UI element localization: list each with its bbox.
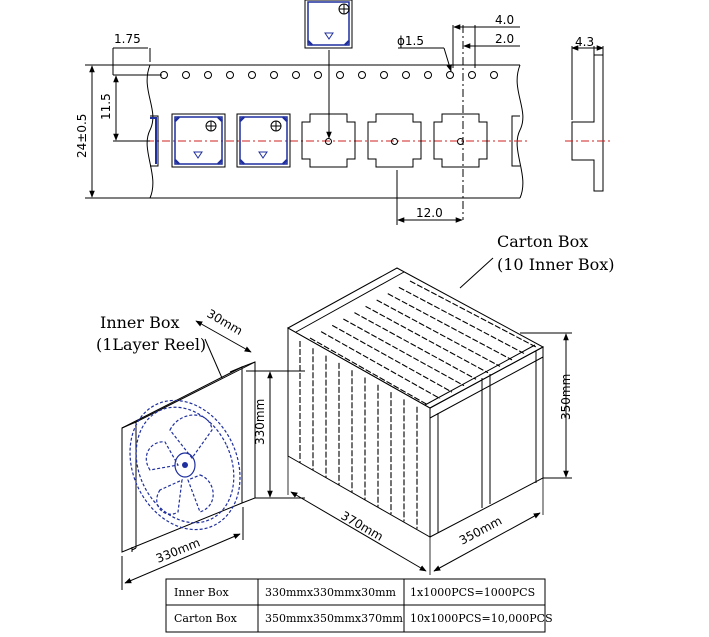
dim-4-3: 4.3: [575, 35, 594, 49]
sprocket-hole: [468, 71, 476, 79]
inner-box-label-2: (1Layer Reel): [96, 335, 206, 354]
sprocket-hole: [226, 71, 234, 79]
inner-box-dimensions: [121, 320, 305, 590]
partial-pocket-right: [511, 115, 520, 167]
carton-top-divider: [309, 337, 429, 406]
pocket-with-part: [171, 113, 226, 168]
table-row-1-name: Inner Box: [174, 586, 229, 599]
tape-dimensions: [85, 24, 520, 225]
sprocket-holes: [160, 71, 498, 79]
partial-pocket-left: [150, 115, 159, 167]
table-row-1-size: 330mmx330mmx30mm: [265, 586, 397, 599]
carton-top-divider: [409, 280, 537, 348]
sprocket-hole: [358, 71, 366, 79]
sprocket-hole: [204, 71, 212, 79]
inner-box-label-1: Inner Box: [100, 313, 180, 332]
carton-top-divider: [365, 305, 489, 374]
empty-pocket: [367, 113, 422, 168]
dim-11-5: 11.5: [99, 93, 113, 120]
table-row-2-qty: 10x1000PCS=10,000PCS: [410, 612, 553, 625]
sprocket-hole: [402, 71, 410, 79]
spec-table: [165, 578, 546, 633]
inner-box-height: 330mm: [253, 399, 267, 445]
carton-box-label-1: Carton Box: [497, 232, 588, 251]
carton-top-divider: [343, 318, 465, 387]
sprocket-hole: [424, 71, 432, 79]
table-row-1-qty: 1x1000PCS=1000PCS: [410, 586, 535, 599]
carton-top-divider: [376, 299, 501, 367]
part-top-view: [304, 0, 353, 49]
carton-top-divider: [398, 286, 525, 354]
sprocket-hole: [336, 71, 344, 79]
carton-top-divider: [331, 324, 453, 393]
carton-box-height: 350mm: [559, 374, 573, 420]
carton-top-divider: [320, 331, 441, 400]
dim-2-0: 2.0: [495, 32, 514, 46]
carton-dimensions: [290, 257, 572, 572]
sprocket-hole: [446, 71, 454, 79]
sprocket-hole: [292, 71, 300, 79]
carton-inner-box-lines: [299, 280, 537, 529]
inner-box-width: 330mm: [154, 535, 202, 565]
sprocket-hole: [380, 71, 388, 79]
carton-box-width: 350mm: [457, 514, 504, 548]
carrier-tape: [146, 64, 524, 199]
dim-1-75: 1.75: [114, 32, 141, 46]
sprocket-hole: [314, 71, 322, 79]
sprocket-hole: [248, 71, 256, 79]
table-row-2-size: 350mmx350mmx370mm: [265, 612, 404, 625]
dim-4-0: 4.0: [495, 13, 514, 27]
inner-box-depth: 30mm: [205, 306, 245, 337]
carton-top-divider: [354, 312, 477, 380]
pocket-with-part: [236, 113, 291, 168]
carton-box: [286, 267, 545, 575]
dim-12-0: 12.0: [416, 206, 443, 220]
reel-icon: [129, 399, 241, 531]
tape-side-view: [571, 46, 604, 192]
sprocket-hole: [490, 71, 498, 79]
dim-hole: ϕ1.5: [397, 34, 424, 48]
inner-box: [121, 361, 256, 553]
sprocket-hole: [182, 71, 190, 79]
table-row-2-name: Carton Box: [174, 612, 238, 625]
carton-box-label-2: (10 Inner Box): [497, 255, 614, 274]
carton-top-divider: [387, 293, 513, 361]
sprocket-hole: [270, 71, 278, 79]
dim-24: 24±0.5: [75, 114, 89, 158]
carton-box-length: 370mm: [339, 508, 386, 543]
